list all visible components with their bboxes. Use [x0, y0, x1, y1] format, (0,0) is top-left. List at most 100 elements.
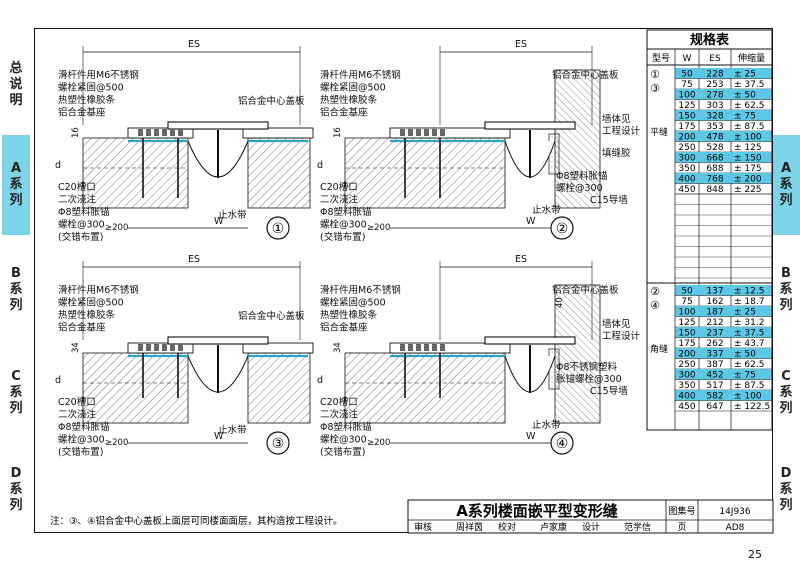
- spec-table-title: 规格表: [690, 32, 730, 48]
- spec-cell-movement: ± 25: [734, 308, 756, 318]
- spec-cell-movement: ± 87.5: [734, 122, 764, 132]
- detail-label: Φ8塑料胀锚: [320, 421, 372, 433]
- section-tab-general[interactable]: 总说明: [2, 40, 30, 130]
- section-tab-d[interactable]: D系列: [2, 445, 30, 535]
- spec-cell-es: 337: [706, 350, 723, 360]
- title-block-role: 设计: [582, 521, 600, 533]
- spec-cell-w: 50: [681, 287, 693, 297]
- spec-cell-es: 278: [706, 91, 723, 101]
- section-tab-a[interactable]: A系列: [772, 135, 800, 235]
- spec-cell-es: 528: [706, 143, 723, 153]
- spec-row-highlight: [675, 152, 772, 163]
- title-block-role: 周祥茵: [456, 521, 483, 533]
- detail-label: Φ8塑料胀锚: [320, 206, 372, 218]
- detail-label: 二次浇注: [320, 409, 359, 421]
- detail-label: 螺栓紧固@500: [320, 82, 386, 94]
- title-block-role: 卢家康: [540, 521, 567, 533]
- detail-label: ≥200: [105, 223, 128, 233]
- section-tab-a[interactable]: A系列: [2, 135, 30, 235]
- section-tab-b[interactable]: B系列: [2, 240, 30, 340]
- spec-cell-es: 668: [706, 154, 723, 164]
- spec-cell-w: 175: [678, 339, 695, 349]
- spec-cell-movement: ± 62.5: [734, 360, 764, 370]
- detail-label: 螺栓紧固@500: [58, 82, 124, 94]
- detail-label: 34: [333, 342, 343, 353]
- spec-cell-movement: ± 75: [734, 112, 756, 122]
- detail-label: d: [317, 160, 323, 171]
- spec-cell-es: 688: [706, 164, 723, 174]
- detail-label: Φ8不锈钢塑料: [556, 361, 618, 373]
- detail-number: ①: [272, 221, 285, 237]
- detail-label: d: [55, 160, 61, 171]
- spec-cell-es: 212: [706, 318, 723, 328]
- spec-row-highlight: [675, 390, 772, 401]
- spec-cell-movement: ± 75: [734, 371, 756, 381]
- spec-cell-w: 400: [678, 175, 695, 185]
- spec-group-label: 平缝: [650, 126, 668, 138]
- spec-cell-movement: ± 100: [734, 133, 762, 143]
- spec-cell-movement: ± 18.7: [734, 297, 764, 307]
- spec-table-header: W: [683, 54, 692, 64]
- spec-cell-movement: ± 50: [734, 91, 756, 101]
- spec-cell-es: 228: [706, 70, 723, 80]
- detail-label: 二次浇注: [58, 194, 97, 206]
- spec-cell-w: 50: [681, 70, 693, 80]
- detail-label: 墙体见: [602, 318, 631, 330]
- detail-number: ②: [556, 221, 569, 237]
- detail-number-circle: [550, 216, 574, 240]
- spec-cell-es: 452: [706, 371, 723, 381]
- spec-cell-movement: ± 37.5: [734, 329, 764, 339]
- detail-label: C15导墙: [590, 194, 628, 206]
- title-block-role: 校对: [498, 521, 516, 533]
- spec-row-highlight: [675, 131, 772, 142]
- section-tab-c[interactable]: C系列: [772, 345, 800, 440]
- spec-row-highlight: [675, 285, 772, 296]
- section-tab-label: C系列: [779, 368, 793, 416]
- spec-cell-w: 450: [678, 185, 695, 195]
- page-code: AD8: [726, 523, 745, 533]
- es-dimension-label: ES: [188, 254, 200, 265]
- section-tab-label: B系列: [9, 266, 23, 313]
- detail-label: 34: [71, 342, 81, 353]
- es-dimension-label: ES: [188, 39, 200, 50]
- title-block-role: 范学信: [624, 521, 651, 533]
- section-tab-b[interactable]: B系列: [772, 240, 800, 340]
- detail-label: 二次浇注: [58, 409, 97, 421]
- spec-cell-es: 137: [706, 287, 723, 297]
- w-dimension-label: W: [526, 431, 536, 442]
- detail-label: 螺栓紧固@500: [320, 297, 386, 309]
- spec-cell-w: 450: [678, 402, 695, 412]
- spec-cell-w: 400: [678, 392, 695, 402]
- detail-label: 40: [555, 297, 565, 308]
- spec-cell-w: 150: [678, 329, 695, 339]
- spec-cell-w: 200: [678, 350, 695, 360]
- detail-label: 二次浇注: [320, 194, 359, 206]
- section-tab-c[interactable]: C系列: [2, 345, 30, 440]
- spec-cell-movement: ± 50: [734, 350, 756, 360]
- detail-number: ③: [272, 436, 285, 452]
- detail-label: 热塑性橡胶条: [58, 309, 116, 321]
- spec-group-marker: ①: [650, 68, 660, 81]
- detail-label: Φ8塑料胀锚: [556, 170, 608, 182]
- detail-label: 滑杆件用M6不锈钢: [58, 69, 139, 81]
- spec-cell-es: 237: [706, 329, 723, 339]
- detail-label: 铝合金中心盖板: [552, 69, 619, 81]
- spec-group-marker: ③: [650, 82, 660, 95]
- detail-label: 墙体见: [602, 113, 631, 125]
- spec-group-label: 角缝: [650, 343, 668, 355]
- detail-label: 铝合金基座: [58, 107, 106, 119]
- section-tab-d[interactable]: D系列: [772, 445, 800, 535]
- title-block: 注：③、④铝合金中心盖板上面层可同楼面面层，其构造按工程设计。A系列楼面嵌平型变…: [50, 499, 774, 534]
- detail-label: 铝合金中心盖板: [238, 95, 305, 107]
- page-label: 页: [677, 522, 686, 533]
- spec-cell-es: 582: [706, 392, 723, 402]
- section-tab-label: C系列: [9, 368, 23, 416]
- detail-label: 螺栓@300: [58, 434, 105, 446]
- w-dimension-label: W: [526, 216, 536, 227]
